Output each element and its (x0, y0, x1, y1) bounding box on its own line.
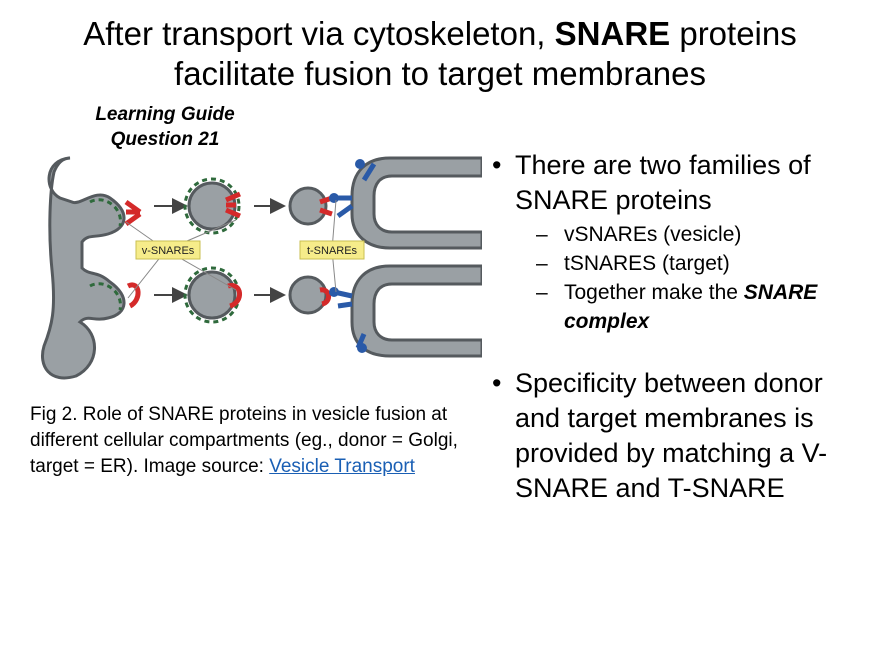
snare-fusion-figure: v-SNAREs t-SNAREs (41, 156, 482, 380)
target-membrane-bottom (350, 264, 482, 358)
guide-line-1: Learning Guide (95, 104, 235, 125)
t-snares-label: t-SNAREs (307, 245, 358, 257)
bullet-marker: • (492, 150, 502, 180)
learning-guide-label: Learning Guide Question 21 (60, 102, 270, 152)
bullet-specificity: • Specificity between donor and target m… (492, 368, 828, 503)
vesicle-transport-link[interactable]: Vesicle Transport (269, 456, 415, 477)
v-snare-vesicle-top (225, 191, 241, 219)
donor-membrane (41, 156, 126, 380)
sub-bullet-snare-complex: –Together make the SNARE complex (536, 281, 818, 333)
caption-text: Fig 2. Role of SNARE proteins in vesicle… (30, 404, 458, 477)
docking-vesicle-top (288, 186, 328, 226)
target-membrane-top (350, 156, 482, 250)
v-snares-label: v-SNAREs (142, 245, 195, 257)
v-snare-donor-top (124, 199, 142, 227)
slide-title: After transport via cytoskeleton, SNARE … (83, 15, 797, 92)
title-emphasis: SNARE (554, 15, 671, 52)
guide-line-2: Question 21 (110, 129, 220, 150)
bullet-snare-families: • There are two families of SNARE protei… (492, 150, 811, 215)
vesicle-bottom (187, 270, 237, 320)
sub-bullet-tsnares: –tSNARES (target) (536, 252, 730, 275)
bullet-marker: • (492, 368, 502, 398)
figure-caption: Fig 2. Role of SNARE proteins in vesicle… (30, 402, 500, 480)
bullet-list: • There are two families of SNARE protei… (492, 148, 872, 506)
snare-complex-emphasis: SNARE complex (564, 281, 818, 333)
sub-bullet-vsnares: –vSNAREs (vesicle) (536, 223, 742, 246)
sub-bullet-list: –vSNAREs (vesicle) –tSNARES (target) –To… (492, 220, 872, 336)
v-snare-donor-bottom (126, 282, 141, 309)
docking-vesicle-bottom (288, 275, 328, 315)
v-snare-vesicle-bottom (227, 283, 242, 309)
